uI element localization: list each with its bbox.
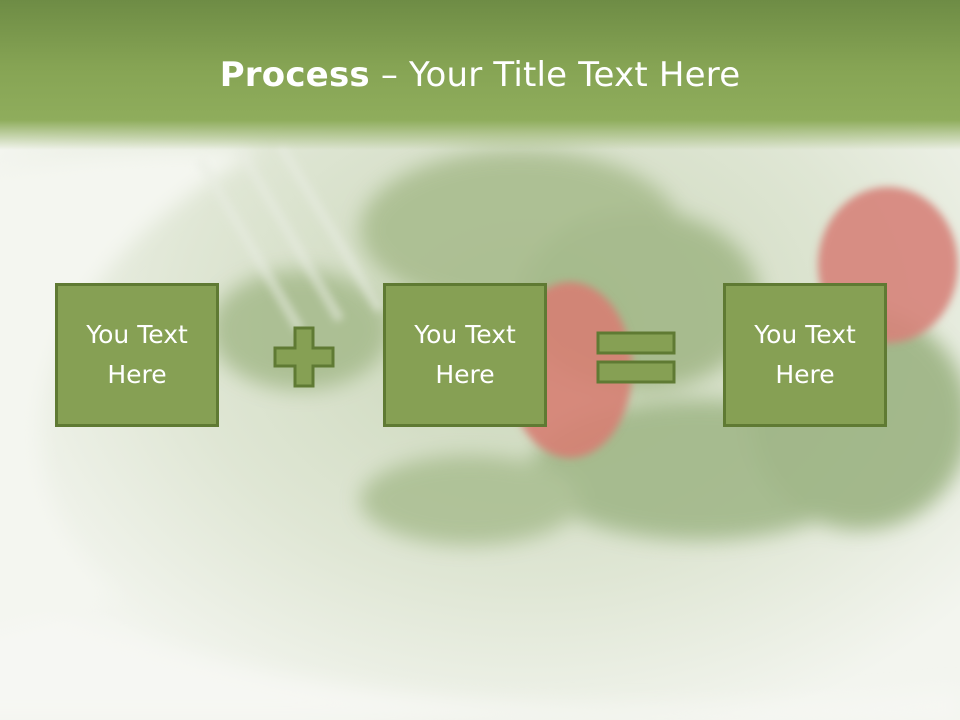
plus-icon: [273, 326, 335, 388]
equals-icon: [596, 331, 676, 384]
process-box-1-text: You Text Here: [86, 320, 188, 389]
process-box-3[interactable]: You Text Here: [723, 283, 887, 427]
page-title: Process – Your Title Text Here: [0, 52, 960, 98]
process-box-2-text: You Text Here: [414, 320, 516, 389]
process-box-1[interactable]: You Text Here: [55, 283, 219, 427]
title-bold: Process: [219, 55, 370, 95]
title-bar: [0, 0, 960, 150]
title-rest: – Your Title Text Here: [369, 55, 741, 95]
process-box-2[interactable]: You Text Here: [383, 283, 547, 427]
process-box-3-text: You Text Here: [754, 320, 856, 389]
